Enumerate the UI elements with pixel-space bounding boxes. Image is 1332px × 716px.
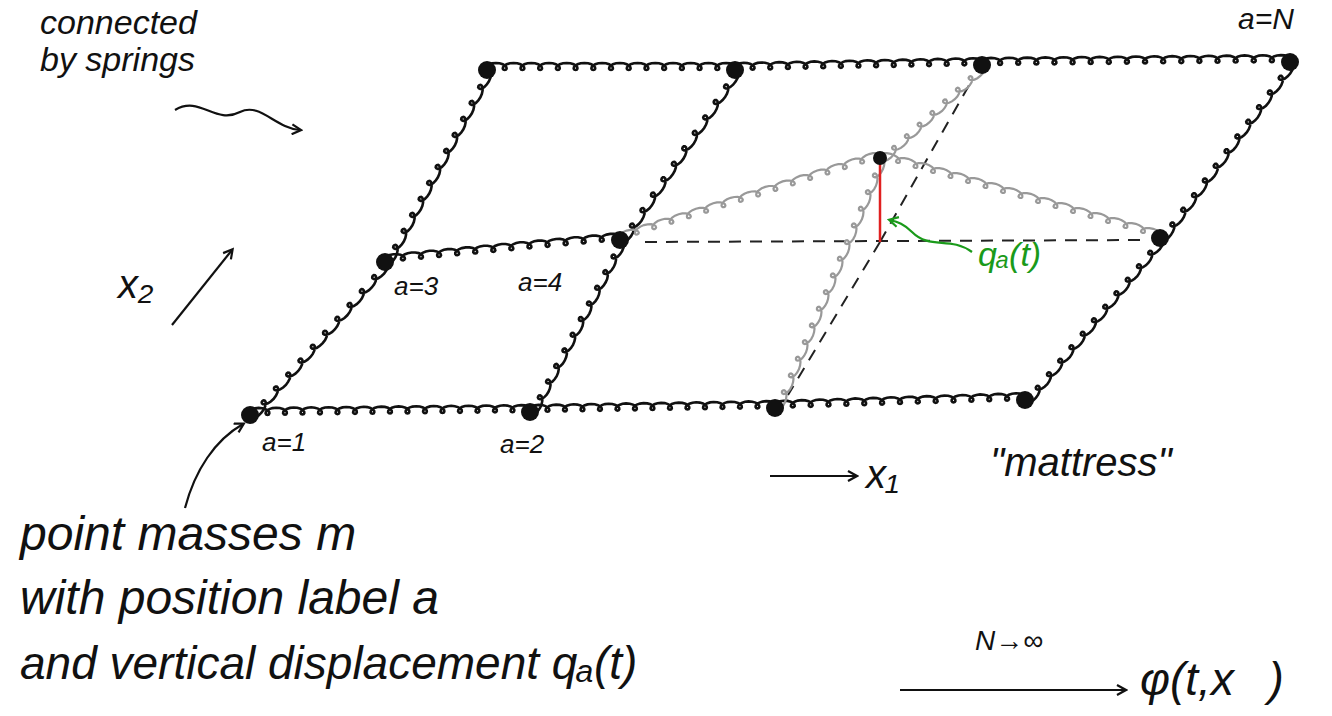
- spring: [618, 153, 882, 240]
- point-mass: [766, 399, 784, 417]
- spring: [530, 239, 624, 415]
- text-label: point masses m: [20, 508, 356, 561]
- spring: [485, 63, 737, 70]
- limit-arrow: [900, 689, 1125, 691]
- spring: [248, 405, 532, 415]
- text-label: N→∞: [975, 626, 1043, 657]
- point-mass: [1016, 391, 1034, 409]
- spring: [980, 55, 1292, 65]
- text-label: x₂: [118, 262, 153, 306]
- dashed-line: [788, 242, 880, 395]
- point-mass: [611, 231, 629, 249]
- point-masses: [241, 53, 1299, 424]
- point-mass: [1151, 229, 1169, 247]
- text-label: qₐ(t): [978, 236, 1041, 273]
- point-mass: [376, 253, 394, 271]
- text-label: and vertical displacement qₐ(t): [20, 638, 637, 689]
- dashed-line: [645, 240, 1140, 242]
- spring: [773, 393, 1027, 408]
- text-label: a=2: [500, 430, 544, 459]
- point-mass: [1281, 53, 1299, 71]
- dashed-line: [880, 80, 972, 242]
- point-mass: [521, 403, 539, 421]
- displacement-marker: [879, 162, 882, 242]
- leader-arrow: [890, 220, 972, 252]
- text-label: a=1: [262, 428, 306, 457]
- spring: [1160, 61, 1294, 241]
- rest-position-lines: [645, 80, 1140, 395]
- spring: [1025, 237, 1164, 403]
- axis-arrow: [770, 475, 856, 477]
- spring: [528, 401, 777, 412]
- text-label: "mattress": [990, 440, 1172, 484]
- spring: [249, 261, 388, 418]
- leader-arrow: [175, 106, 300, 130]
- point-mass: [726, 61, 744, 79]
- spring: [879, 65, 985, 162]
- text-label: φ(t,x⃗): [1140, 654, 1284, 705]
- spring: [879, 153, 1163, 238]
- text-label: with position label a: [20, 572, 439, 625]
- leader-arrow: [185, 424, 243, 508]
- point-mass: [241, 406, 259, 424]
- spring: [385, 69, 491, 265]
- spring: [620, 69, 739, 243]
- text-label: x₁: [866, 452, 899, 496]
- point-mass: [478, 61, 496, 79]
- point-mass: [873, 151, 887, 165]
- text-label: connected by springs: [40, 4, 230, 79]
- axis-arrow: [172, 250, 232, 325]
- spring: [383, 234, 622, 262]
- text-label: a=N: [1238, 2, 1294, 35]
- spring: [775, 157, 885, 411]
- text-label: a=4: [518, 268, 562, 297]
- springs: [248, 55, 1294, 418]
- spring: [733, 58, 984, 70]
- text-label: a=3: [394, 272, 438, 301]
- point-mass: [973, 56, 991, 74]
